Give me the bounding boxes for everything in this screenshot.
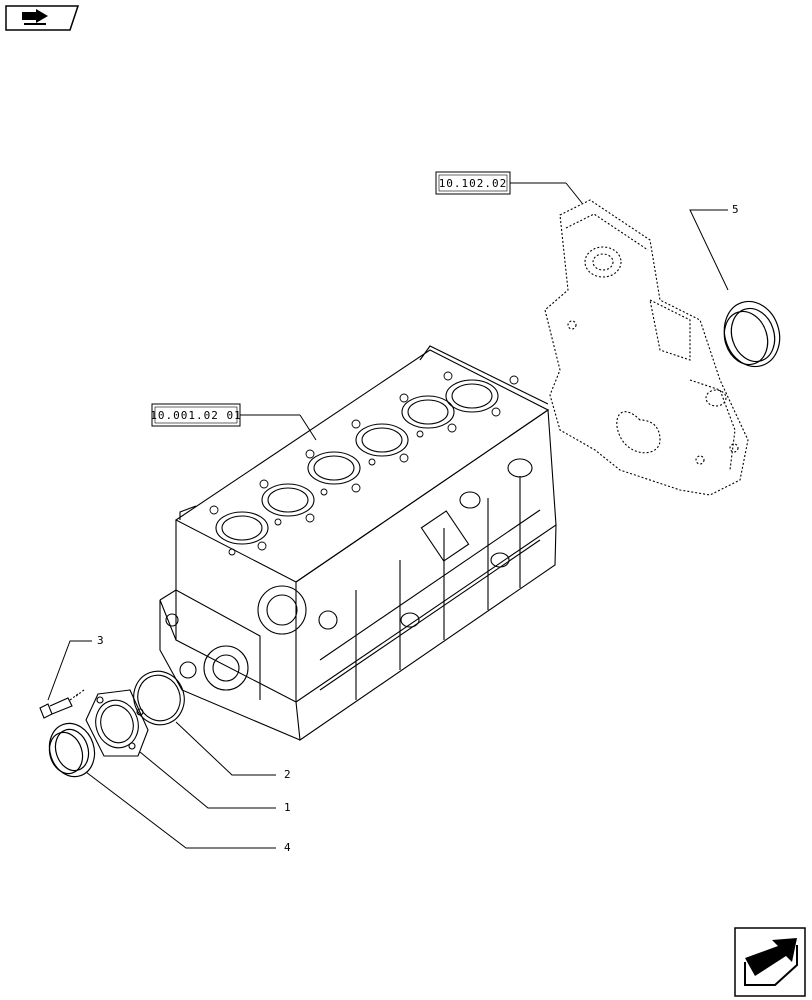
leader-lines: [47, 209, 729, 849]
seal-ring-icon: [723, 300, 781, 368]
callout-2: 2: [284, 768, 291, 781]
next-page-arrow-icon: [744, 938, 798, 986]
callout-1: 1: [284, 801, 291, 814]
reference-label-cover: 10.102.02: [439, 177, 508, 190]
prev-page-arrow-icon: [22, 9, 48, 25]
engine-block-icon: [159, 345, 557, 741]
callout-4: 4: [284, 841, 291, 854]
flywheel-housing-icon: [544, 199, 749, 496]
callout-5: 5: [732, 203, 739, 216]
reference-box-block[interactable]: 10.001.02 01: [150, 403, 241, 427]
screw-icon: [39, 689, 85, 719]
prev-page-button[interactable]: [5, 5, 80, 31]
reference-box-cover[interactable]: 10.102.02: [435, 171, 511, 195]
oil-seal-icon: [48, 722, 96, 778]
flange-cover-icon: [85, 689, 149, 757]
cylinder-bores: [215, 379, 499, 545]
gasket-ring-icon: [133, 670, 185, 726]
next-page-button[interactable]: [734, 927, 806, 997]
head-bolt-holes: [209, 371, 519, 556]
callout-3: 3: [97, 634, 104, 647]
reference-label-block: 10.001.02 01: [150, 409, 241, 422]
